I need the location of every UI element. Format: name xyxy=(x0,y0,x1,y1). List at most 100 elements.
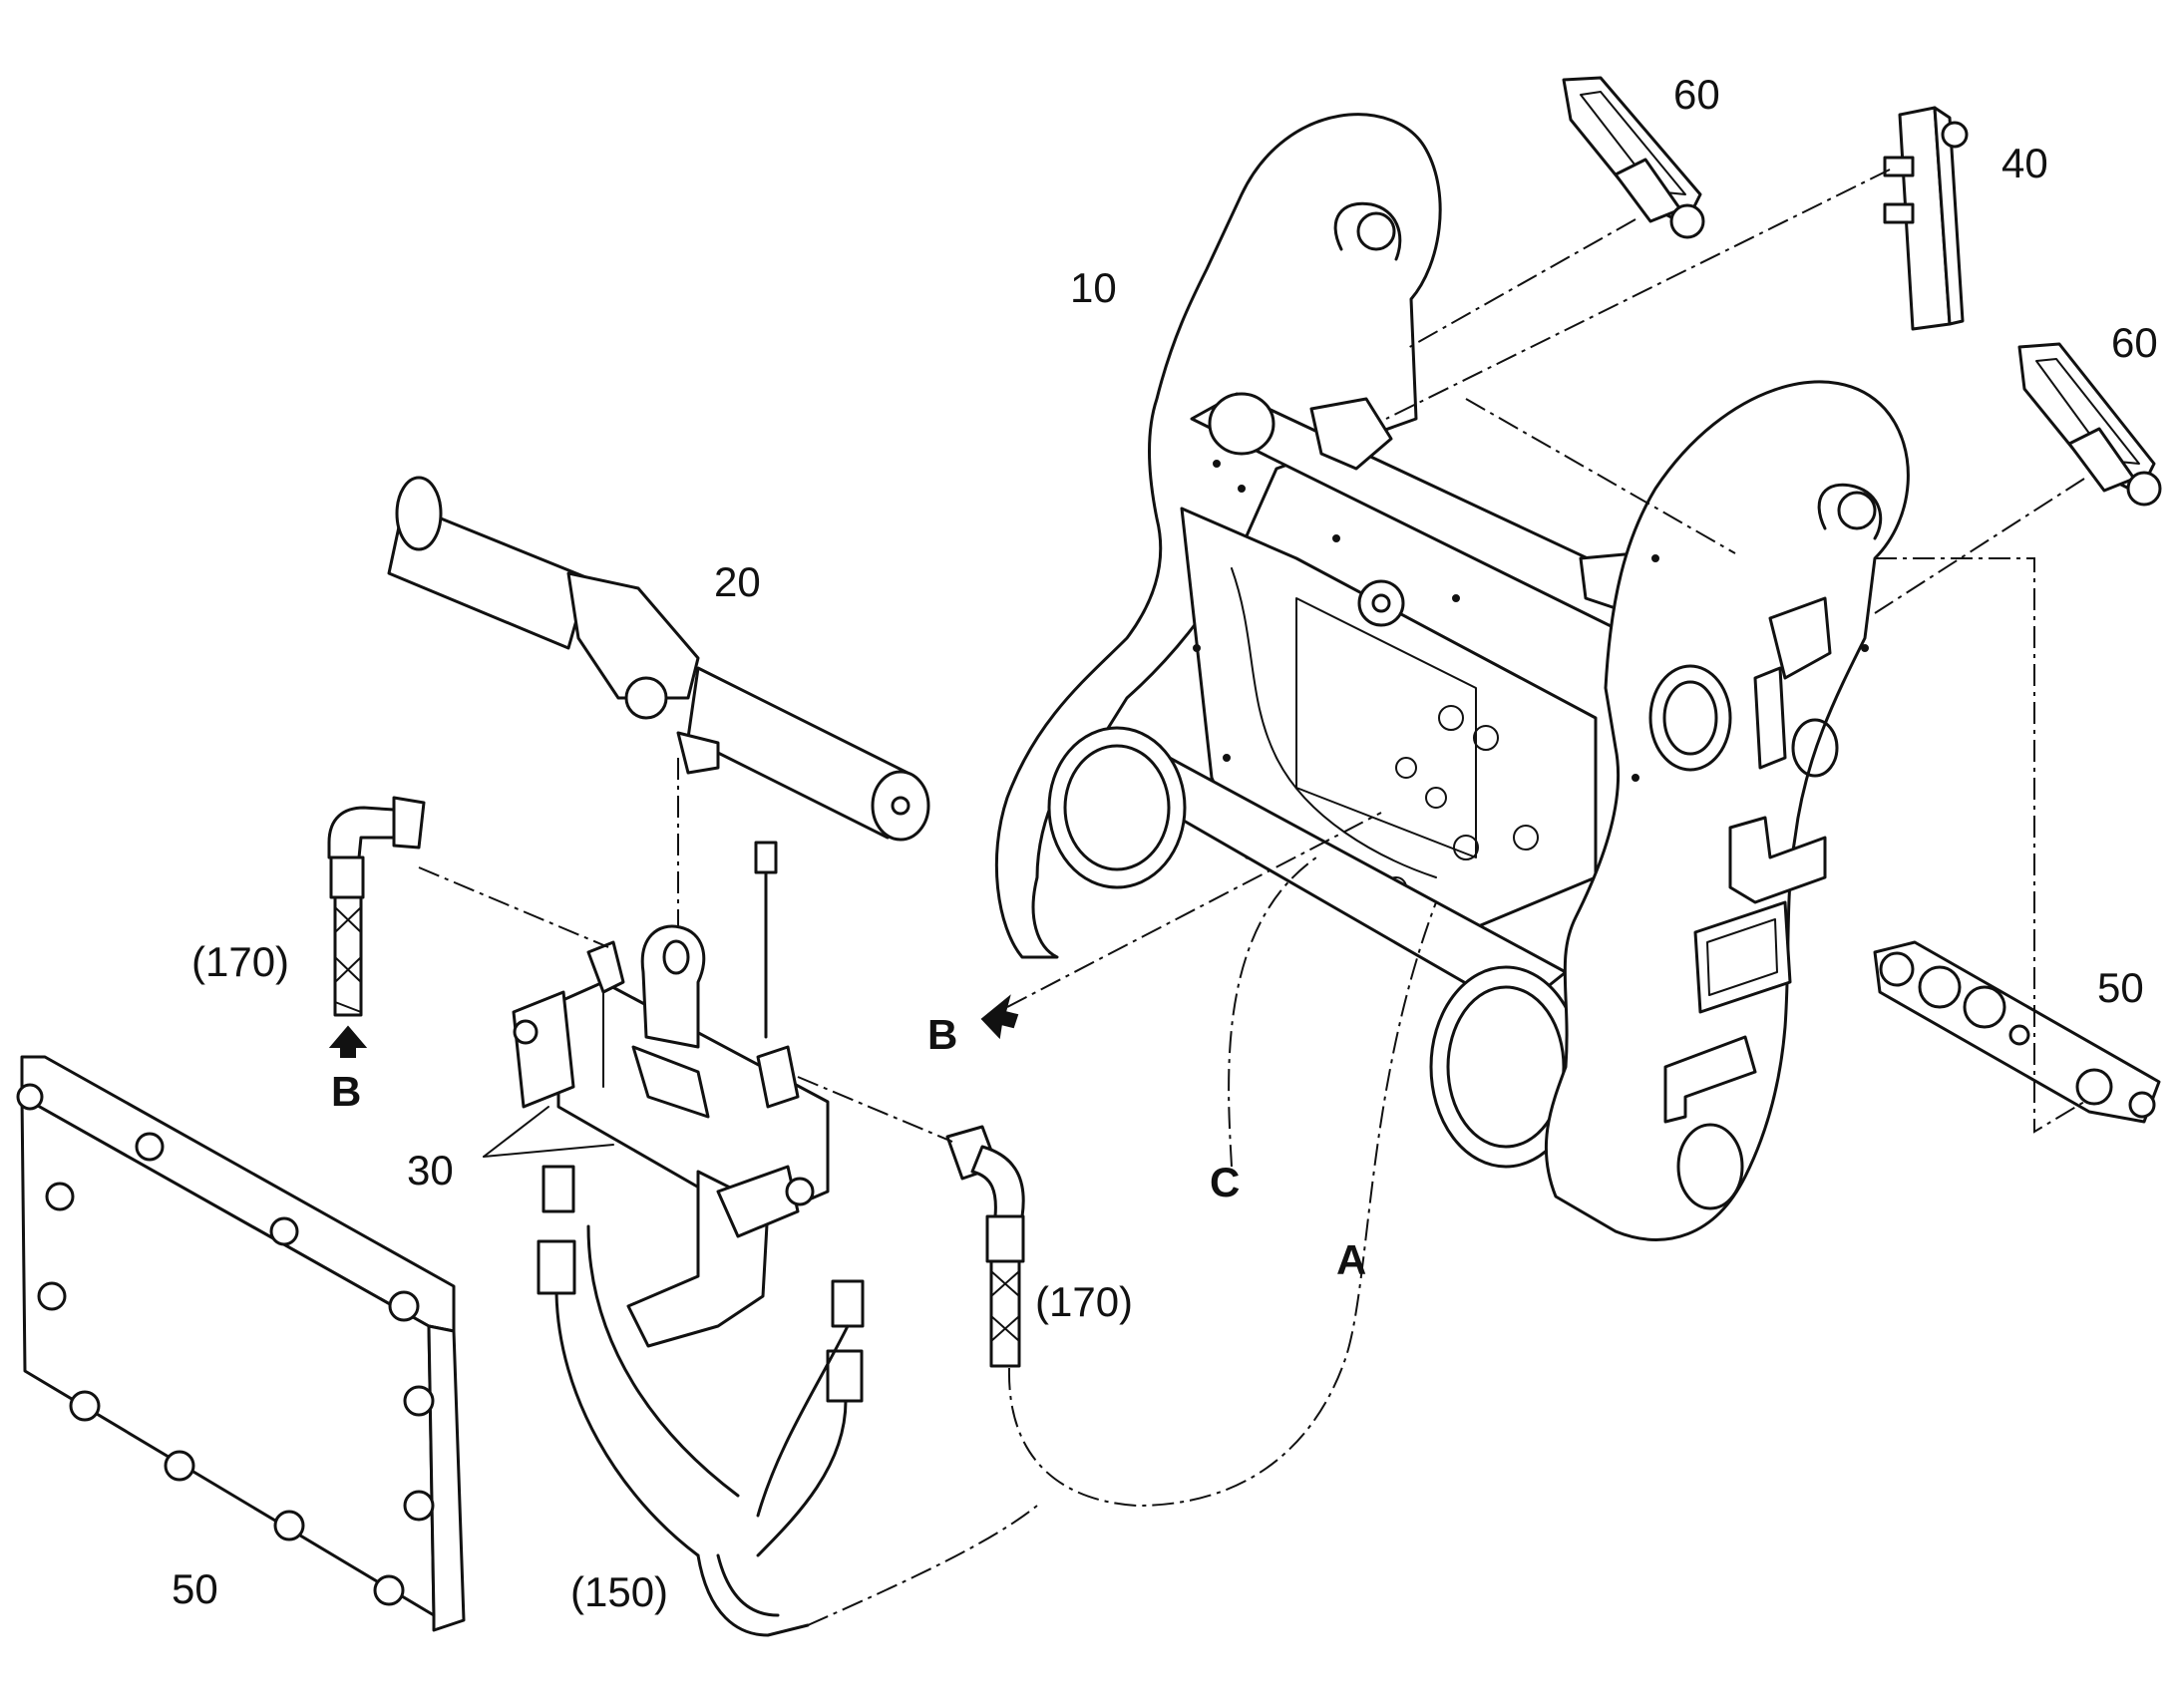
valve-eye-base xyxy=(631,1045,710,1119)
leader-harness xyxy=(807,1505,1038,1626)
frame-front-bracket-lower xyxy=(1663,1035,1757,1124)
label-bar: 40 xyxy=(2001,140,2048,186)
label-plate-large: 50 xyxy=(172,1565,218,1612)
frame-front-boss-bore xyxy=(1662,680,1718,756)
frame-front-hook-hole xyxy=(1837,491,1877,530)
leader-clamp-right xyxy=(1874,478,2085,614)
leader-b xyxy=(1006,812,1382,1008)
hose-left-braid xyxy=(333,895,363,1017)
leader-frame-internal xyxy=(1465,398,1736,554)
frame-front-plate xyxy=(1544,380,1910,1241)
hose-left-elbow xyxy=(327,806,396,859)
plate-small-boss-3 xyxy=(1963,985,2006,1029)
hose-left xyxy=(327,796,426,1058)
harness-connector-1 xyxy=(537,1239,576,1295)
leader-hose-left xyxy=(418,866,609,948)
plate-small xyxy=(1873,940,2161,1124)
frame-top-tube-end xyxy=(1208,392,1275,456)
clamp-top-face xyxy=(1580,91,1686,195)
bar-40 xyxy=(1883,106,1969,331)
label-clamp-top: 60 xyxy=(1673,71,1720,118)
harness-wire-2 xyxy=(586,1224,740,1498)
hose-right-elbow xyxy=(970,1145,1025,1218)
plate-small-boss-1 xyxy=(1879,951,1915,987)
frame-latch-eye xyxy=(1357,579,1405,627)
label-connection-c: C xyxy=(1210,1159,1241,1205)
hose-right-ferrule xyxy=(985,1214,1025,1263)
frame-front-window xyxy=(1693,900,1792,1014)
plate-small-boss-5 xyxy=(2128,1091,2156,1119)
frame-front-hook xyxy=(1817,483,1883,540)
cylinder-20 xyxy=(387,476,930,842)
frame-front-pin-hole xyxy=(1676,1123,1744,1210)
hose-right-braid-pattern xyxy=(990,1270,1020,1342)
valve-port-fitting-left xyxy=(586,940,625,994)
cylinder-rear-cap xyxy=(395,476,443,551)
hose-left-braid-pattern xyxy=(334,906,362,1013)
valve-sensor-body xyxy=(716,1165,800,1238)
label-plate-small: 50 xyxy=(2097,964,2144,1011)
valve-sensor-cap xyxy=(785,1177,815,1206)
label-valve-block: 30 xyxy=(407,1147,454,1194)
valve-solenoid-cap xyxy=(513,1019,539,1045)
cylinder-clevis xyxy=(566,571,700,700)
frame-rear-hook xyxy=(1333,201,1402,261)
clamp-right xyxy=(2017,342,2162,507)
cylinder-barrel-rear xyxy=(387,502,590,650)
plate-small-boss-4 xyxy=(2075,1068,2113,1106)
valve-block-30 xyxy=(512,841,830,1348)
label-connection-b-left: B xyxy=(331,1068,362,1115)
bar-40-stud-lower xyxy=(1883,202,1915,224)
label-connection-a: A xyxy=(1336,1236,1367,1283)
label-hose-left: (170) xyxy=(191,938,290,985)
label-cylinder: 20 xyxy=(714,558,761,605)
bar-40-stud-upper xyxy=(1883,156,1915,177)
frame-rear-hook-hole xyxy=(1356,211,1396,251)
frame-front-bracket-upper xyxy=(1728,816,1827,904)
frame-top-jaw xyxy=(1309,397,1393,471)
frame-bottom-tube-left-bore xyxy=(1063,744,1171,871)
valve-solenoid xyxy=(512,990,575,1109)
label-30-pointer-2 xyxy=(483,1144,614,1158)
arrow-up-icon xyxy=(328,1025,368,1058)
hose-left-ferrule xyxy=(329,855,365,899)
leader-lines xyxy=(418,169,2085,1626)
harness-connector-4 xyxy=(831,1279,865,1328)
cylinder-lug xyxy=(676,731,720,775)
harness-wire-3 xyxy=(756,1399,848,1557)
cylinder-front-cap xyxy=(871,770,930,842)
frame-front-slot xyxy=(1753,666,1787,770)
leader-plate-small xyxy=(1875,557,2085,1134)
plate-large-side-edge xyxy=(427,1324,466,1632)
valve-pressure-fitting xyxy=(754,841,778,874)
clamp-top xyxy=(1562,76,1705,239)
plate-small-stud xyxy=(2008,1024,2030,1046)
label-harness: (150) xyxy=(570,1568,669,1615)
label-hose-right: (170) xyxy=(1035,1278,1134,1325)
cylinder-clevis-nut xyxy=(624,676,668,720)
valve-eye-hole xyxy=(662,939,690,975)
valve-eye xyxy=(640,924,706,1049)
clamp-right-face xyxy=(2035,358,2140,465)
frame-front-window-inner xyxy=(1706,918,1778,996)
cylinder-barrel-front xyxy=(686,666,909,840)
clamp-top-nut xyxy=(1669,203,1705,239)
label-frame: 10 xyxy=(1070,264,1117,311)
harness-wire-1 xyxy=(554,1291,700,1557)
bar-40-edge xyxy=(1933,106,1965,326)
frame-front-boss xyxy=(1648,664,1732,772)
frame-web-face xyxy=(1295,597,1477,858)
frame-bottom-tube-right-bore xyxy=(1446,985,1566,1149)
plate-large xyxy=(16,1055,466,1632)
quick-coupler-frame xyxy=(994,113,1910,1241)
harness-connector-2 xyxy=(542,1165,575,1213)
leader-clamp-top xyxy=(1405,218,1636,350)
hose-left-nut xyxy=(392,796,426,850)
hose-right xyxy=(945,1125,1025,1368)
harness-150 xyxy=(537,1165,865,1637)
leader-hose-right xyxy=(797,1076,953,1143)
plate-large-bolts xyxy=(16,1083,435,1606)
frame-bottom-tube-left-end xyxy=(1047,726,1187,889)
